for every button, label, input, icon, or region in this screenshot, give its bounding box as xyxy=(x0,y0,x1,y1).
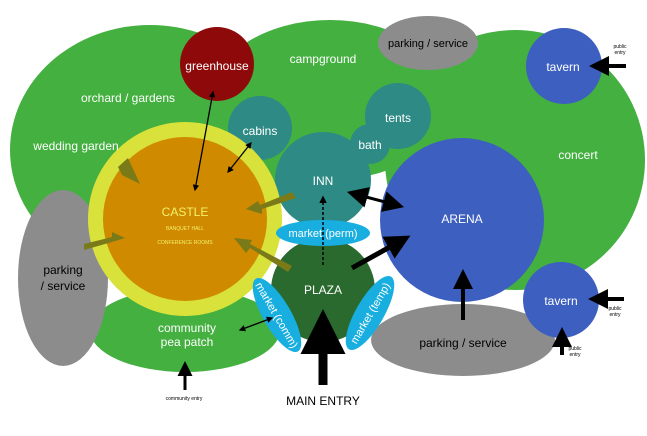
conference-rooms-label: CONFERENCE ROOMS xyxy=(157,240,213,246)
community-label-2: pea patch xyxy=(161,335,214,349)
olive-arrows xyxy=(84,158,296,272)
public-entry-bottom-label-2: entry xyxy=(569,352,581,358)
labels: greenhouse campground parking / service … xyxy=(32,38,627,408)
cabins-label: cabins xyxy=(243,124,278,138)
public-entry-right-label-2: entry xyxy=(609,312,621,318)
tavern-top-label: tavern xyxy=(546,60,579,74)
tavern-right-circle xyxy=(523,262,599,338)
greenhouse-circle xyxy=(180,27,254,101)
public-entry-top-label-1: public xyxy=(613,44,627,50)
tavern-top-circle xyxy=(526,28,602,104)
parking-top xyxy=(378,16,478,70)
arrow-wedding-castle xyxy=(118,158,140,184)
arena-circle xyxy=(380,138,544,302)
arrow-plaza-castle xyxy=(234,238,292,272)
market-temp-pill xyxy=(345,275,395,351)
tavern-right-label: tavern xyxy=(544,294,577,308)
market-perm-label: market (perm) xyxy=(288,228,357,240)
campground-label: campground xyxy=(290,52,357,66)
wedding-garden-label: wedding garden xyxy=(32,139,118,153)
arrow-cabins-castle xyxy=(227,141,252,174)
arrow-inn-arena xyxy=(346,187,405,212)
parking-left xyxy=(18,190,108,366)
community-label-1: community xyxy=(158,321,216,335)
bath-label: bath xyxy=(358,138,381,152)
orchard-label: orchard / gardens xyxy=(81,91,175,105)
concert-label: concert xyxy=(558,148,598,162)
arrow-community-comm xyxy=(238,316,274,332)
greenhouse-label: greenhouse xyxy=(185,59,249,73)
community-entry-label: community entry xyxy=(166,396,203,402)
tents-label: tents xyxy=(385,111,411,125)
castle-label: CASTLE xyxy=(162,205,209,219)
black-arrows xyxy=(177,56,626,390)
arrow-inn-castle xyxy=(246,192,296,214)
public-entry-bottom-label-1: public xyxy=(568,346,582,352)
arrow-plaza-arena xyxy=(350,235,411,271)
market-comm-pill xyxy=(252,277,302,353)
arrow-greenhouse-castle xyxy=(192,90,216,192)
arrow-parking-castle xyxy=(84,232,125,250)
arena-label: ARENA xyxy=(441,212,482,226)
community-zone xyxy=(90,288,280,372)
plaza-circle xyxy=(271,238,375,342)
public-entry-top-label-2: entry xyxy=(614,50,626,56)
parking-bottom-label: parking / service xyxy=(419,336,507,350)
parking-bottom xyxy=(371,304,555,376)
parking-left-label-2: / service xyxy=(41,279,86,293)
plaza-label: PLAZA xyxy=(304,283,342,297)
parking-top-label: parking / service xyxy=(388,38,468,50)
public-entry-right-label-1: public xyxy=(608,306,622,312)
banquet-hall-label: BANQUET HALL xyxy=(166,226,204,232)
castle-circle xyxy=(103,137,267,301)
parking-left-label-1: parking xyxy=(43,263,82,277)
inn-label: INN xyxy=(313,174,334,188)
main-entry-label: MAIN ENTRY xyxy=(286,394,360,408)
